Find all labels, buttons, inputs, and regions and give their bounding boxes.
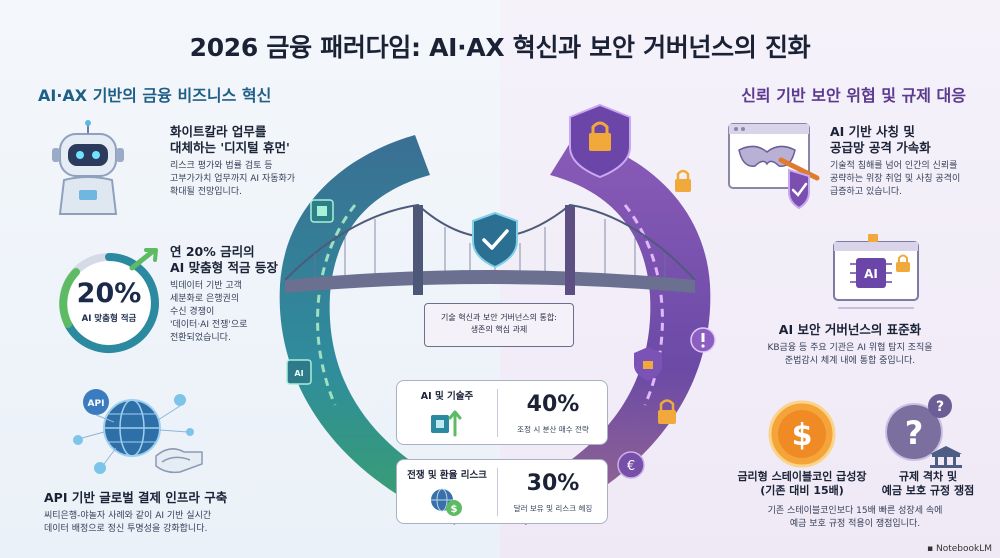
savings-heading-1: 연 20% 금리의 bbox=[170, 244, 255, 259]
badge-label: AI 맞춤형 적금 bbox=[81, 314, 137, 324]
integration-banner: 기술 혁신과 보안 거버넌스의 통합: 생존의 핵심 과제 bbox=[424, 303, 574, 347]
api-badge-text: API bbox=[88, 399, 105, 409]
stat-label: 전쟁 및 환율 리스크 bbox=[407, 470, 487, 481]
stablecoin-heading-2: (기존 대비 15배) bbox=[760, 484, 844, 497]
digital-human-body-3: 확대될 전망입니다. bbox=[170, 187, 242, 197]
impersonation-body-3: 급증하고 있습니다. bbox=[830, 187, 902, 197]
left-road-lane bbox=[316, 204, 357, 406]
governance-body-2: 준법감시 체계 내에 통합 중입니다. bbox=[784, 356, 916, 366]
svg-text:$: $ bbox=[451, 504, 458, 515]
regulation-body-2: 예금 보호 규정 적용이 쟁점입니다. bbox=[789, 519, 921, 529]
digital-human-body-1: 리스크 평가와 법률 검토 등 bbox=[170, 161, 273, 171]
stat-value: 40% bbox=[526, 392, 580, 417]
shield-check-icon bbox=[472, 211, 518, 269]
impersonation-heading-2: 공급망 공격 가속화 bbox=[830, 140, 931, 155]
coin-symbol: $ bbox=[792, 418, 813, 453]
bridge-road-illustration: € AI bbox=[279, 103, 716, 525]
banner-line-2: 생존의 핵심 과제 bbox=[470, 325, 528, 334]
digital-human-heading-1: 화이트칼라 업무를 bbox=[170, 124, 267, 139]
coin-on-road-icon: € bbox=[617, 451, 645, 479]
brand-text: NotebookLM bbox=[935, 544, 992, 554]
left-road bbox=[279, 135, 460, 525]
road-lock-icon bbox=[658, 399, 676, 424]
svg-text:€: € bbox=[627, 459, 635, 474]
regulation-question-icon: ? ? bbox=[885, 394, 962, 468]
right-section-title: 신뢰 기반 보안 위협 및 규제 대응 bbox=[741, 86, 966, 105]
chip-icon bbox=[310, 199, 334, 223]
impersonation-mask-icon bbox=[728, 123, 820, 210]
svg-text:?: ? bbox=[936, 399, 944, 415]
governance-body-1: KB금융 등 주요 기관은 AI 위협 탐지 조직을 bbox=[767, 343, 933, 353]
ai-governance-icon: AI bbox=[833, 234, 919, 309]
bridge-deck bbox=[285, 270, 695, 293]
lock-icon bbox=[569, 103, 631, 179]
stat-value: 30% bbox=[526, 471, 580, 496]
small-lock-icon bbox=[675, 169, 691, 192]
stat-description: 달러 보유 및 리스크 헤징 bbox=[513, 504, 593, 513]
impersonation-body-1: 기술적 침해를 넘어 인간의 신뢰를 bbox=[830, 161, 958, 171]
alert-icon bbox=[690, 327, 716, 353]
api-body-2: 데이터 배정으로 정신 투명성을 강화합니다. bbox=[44, 524, 208, 534]
savings-body-4: '데이터·AI 전쟁'으로 bbox=[170, 320, 248, 330]
robot-icon bbox=[52, 120, 124, 215]
savings-body-5: 전환되었습니다. bbox=[170, 333, 231, 343]
savings-body-2: 세분화로 은행권의 bbox=[170, 294, 240, 304]
ai-chip-icon: AI bbox=[286, 359, 312, 385]
digital-human-heading-2: 대체하는 '디지털 휴먼' bbox=[170, 140, 290, 155]
impersonation-body-2: 공략하는 위장 취업 및 사칭 공격이 bbox=[830, 174, 961, 184]
savings-rate-badge: 20% AI 맞춤형 적금 bbox=[54, 248, 164, 358]
stat-description: 조정 시 분산 매수 전략 bbox=[517, 425, 589, 434]
svg-text:AI: AI bbox=[294, 369, 303, 378]
regulation-body-1: 기존 스테이블코인보다 15배 빠른 성장세 속에 bbox=[767, 506, 943, 516]
stat-card-war-fx: 전쟁 및 환율 리스크 $ 30% 달러 보유 및 리스크 헤징 bbox=[396, 459, 608, 524]
stablecoin-heading-1: 금리형 스테이블코인 급성장 bbox=[737, 470, 867, 483]
stat-label: AI 및 기술주 bbox=[420, 391, 474, 402]
right-road bbox=[520, 135, 711, 525]
ai-chip-text: AI bbox=[864, 267, 878, 281]
savings-body-3: 수신 경쟁이 bbox=[170, 307, 215, 317]
bridge-tower-right bbox=[565, 205, 575, 295]
right-road-lane bbox=[623, 204, 664, 406]
api-body-1: 씨티은행-야놀자 사례와 같이 AI 기반 실시간 bbox=[44, 511, 212, 521]
brand-watermark: ▪ NotebookLM bbox=[927, 544, 992, 554]
savings-heading-2: AI 맞춤형 적금 등장 bbox=[170, 260, 278, 275]
left-section-title: AI·AX 기반의 금융 비즈니스 혁신 bbox=[38, 86, 272, 105]
impersonation-heading-1: AI 기반 사칭 및 bbox=[830, 124, 915, 139]
shield-lock-icon bbox=[634, 347, 662, 381]
stablecoin-icon: $ bbox=[768, 400, 836, 468]
banner-line-1: 기술 혁신과 보안 거버넌스의 통합: bbox=[441, 313, 557, 322]
globe-dollar-icon: $ bbox=[431, 488, 462, 516]
page-title: 2026 금융 패러다임: AI·AX 혁신과 보안 거버넌스의 진화 bbox=[189, 33, 811, 62]
badge-ring bbox=[59, 248, 159, 353]
regulation-heading-2: 예금 보호 규정 쟁점 bbox=[881, 484, 975, 497]
bridge-tower-left bbox=[413, 205, 423, 295]
badge-value: 20% bbox=[76, 278, 142, 309]
api-heading: API 기반 글로벌 결제 인프라 구축 bbox=[44, 490, 228, 505]
stat-card-ai-tech: AI 및 기술주 40% 조정 시 분산 매수 전략 bbox=[396, 380, 608, 445]
question-symbol: ? bbox=[905, 414, 924, 452]
savings-body-1: 빅데이터 기반 고객 bbox=[170, 281, 242, 291]
chip-growth-icon bbox=[431, 410, 462, 437]
governance-heading: AI 보안 거버넌스의 표준화 bbox=[778, 322, 922, 337]
globe-handshake-icon: API bbox=[73, 389, 203, 474]
digital-human-body-2: 고부가가치 업무까지 AI 자동화가 bbox=[170, 174, 296, 184]
regulation-heading-1: 규제 격차 및 bbox=[898, 470, 958, 483]
